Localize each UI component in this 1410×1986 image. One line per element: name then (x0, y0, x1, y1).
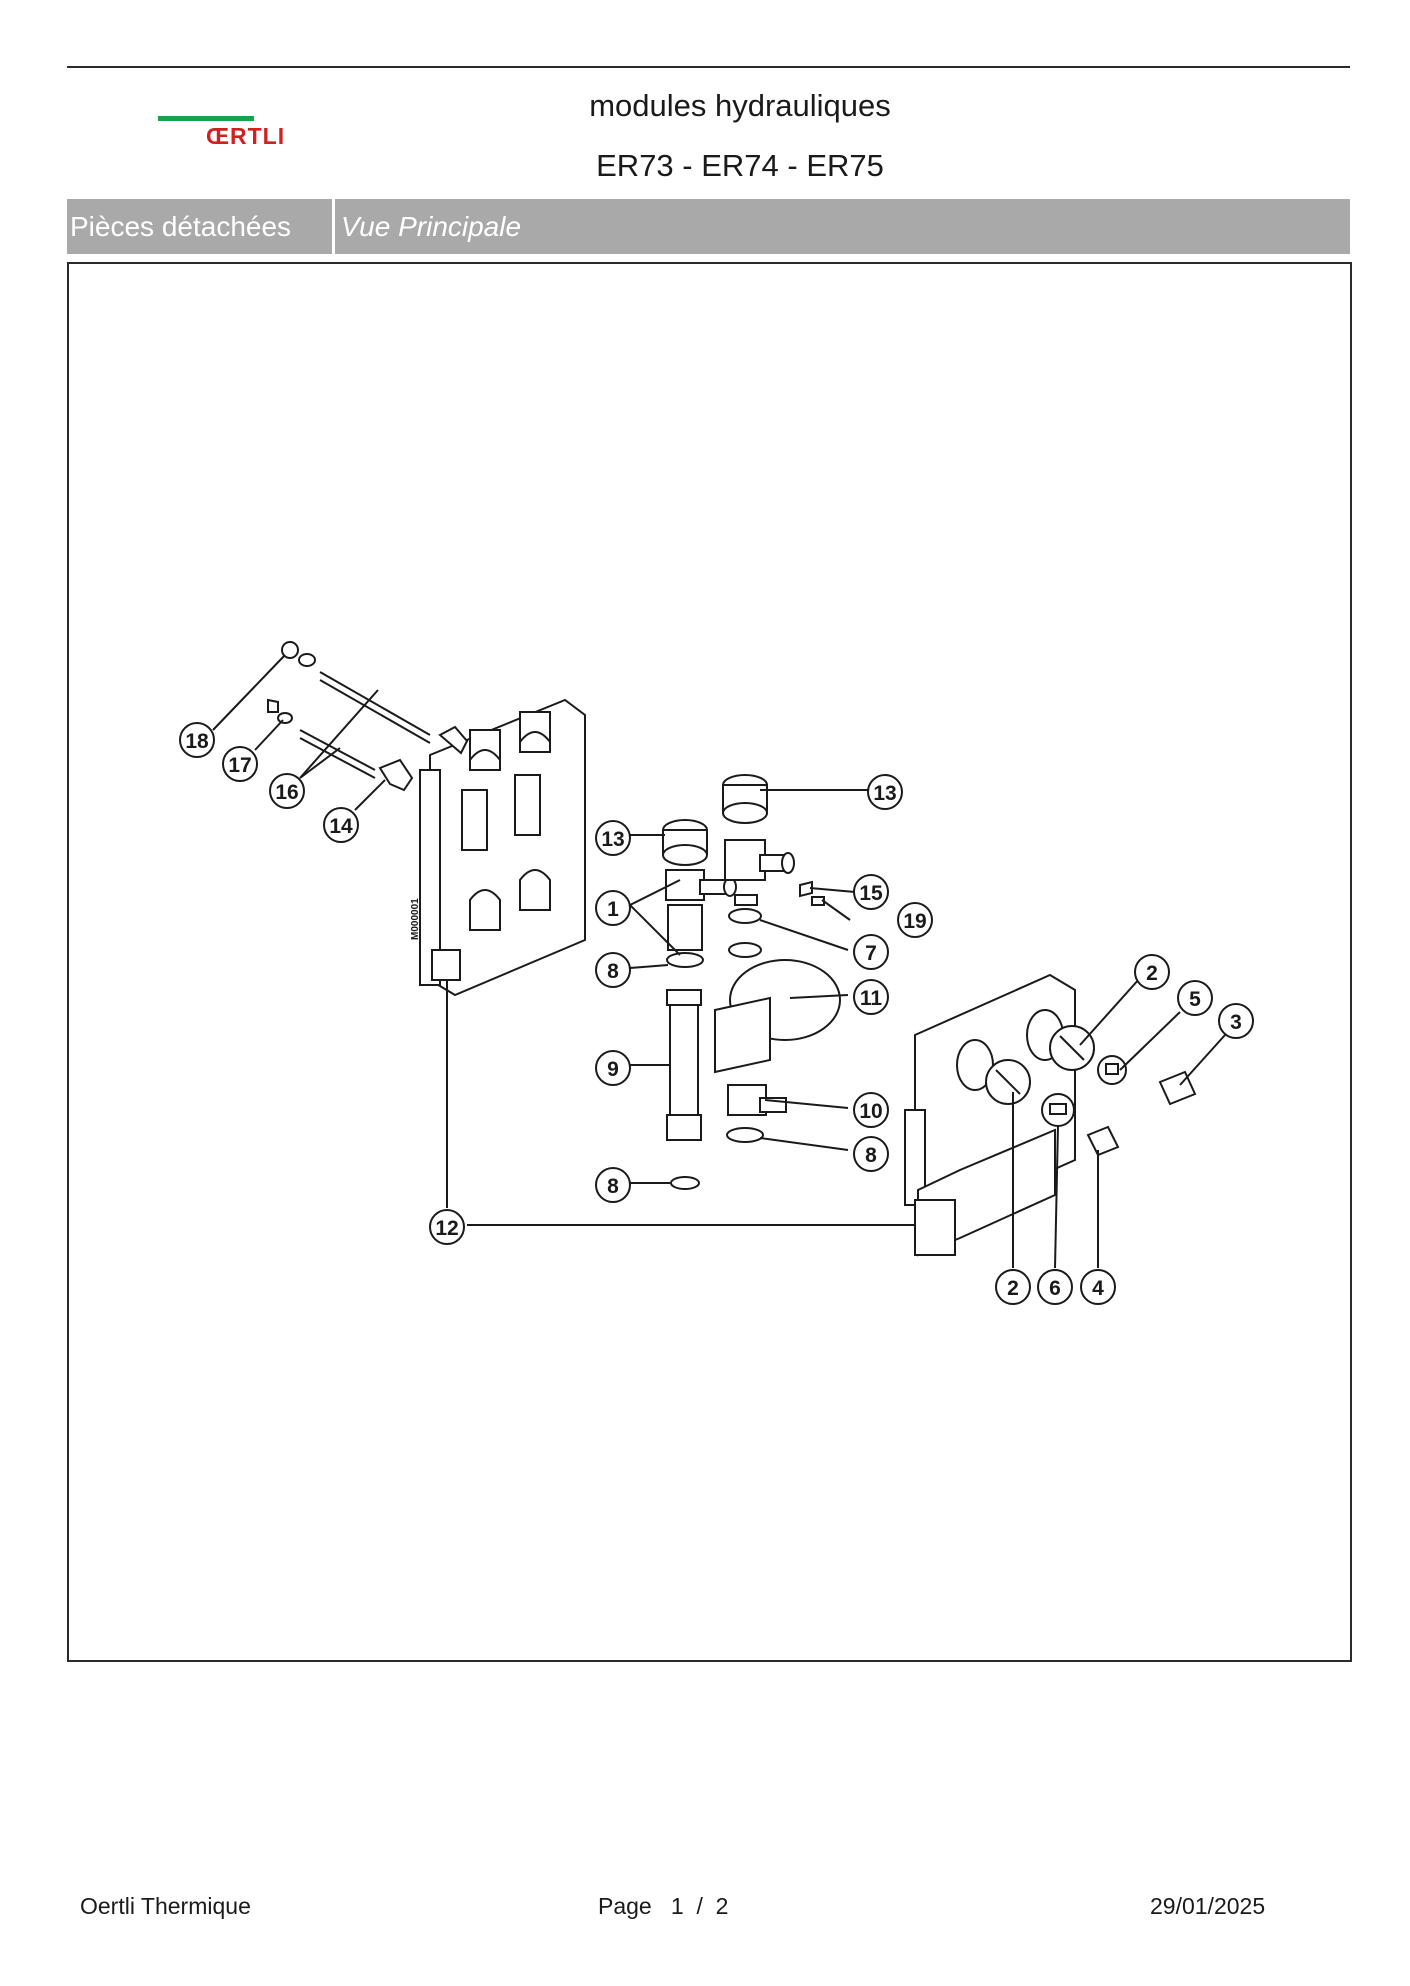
footer-date: 29/01/2025 (1150, 1893, 1266, 1919)
svg-text:8: 8 (607, 1175, 619, 1198)
leader-lines (212, 654, 1226, 1269)
callout-2-upper: 2 (1134, 954, 1170, 990)
logo-green-bar (158, 116, 254, 121)
left-insulation-block: M000001 (410, 698, 586, 997)
callout-13-right: 13 (867, 774, 903, 810)
svg-text:6: 6 (1049, 1277, 1061, 1300)
svg-text:14: 14 (329, 815, 353, 838)
svg-text:11: 11 (860, 987, 883, 1010)
model-list: ER73 - ER74 - ER75 (596, 148, 884, 183)
callout-18: 18 (179, 722, 215, 758)
left-pipe-assembly (662, 819, 737, 1190)
callout-9: 9 (595, 1050, 631, 1086)
footer-company: Oertli Thermique (80, 1893, 251, 1919)
svg-text:5: 5 (1189, 988, 1201, 1011)
footer-page: Page 1 / 2 (598, 1893, 729, 1919)
svg-text:16: 16 (275, 781, 298, 804)
svg-text:3: 3 (1230, 1011, 1242, 1034)
callout-4: 4 (1080, 1269, 1116, 1305)
stamp-text: M000001 (410, 898, 421, 940)
document-title: modules hydrauliques (589, 88, 891, 123)
brand-logo: ŒRTLI (158, 113, 308, 153)
callout-6: 6 (1037, 1269, 1073, 1305)
callout-8-lower: 8 (595, 1167, 631, 1203)
callout-14: 14 (323, 807, 359, 843)
callout-13-left: 13 (595, 820, 631, 856)
svg-text:13: 13 (873, 782, 896, 805)
diagram-frame (67, 262, 1352, 1662)
callout-16: 16 (269, 773, 305, 809)
section-bar: Pièces détachées Vue Principale (67, 199, 1350, 254)
thermometer-parts (985, 1025, 1197, 1157)
logo-wordmark: ŒRTLI (206, 123, 286, 149)
pump-assembly (714, 774, 841, 1143)
callout-8-middle: 8 (853, 1136, 889, 1172)
callout-8-upper: 8 (595, 952, 631, 988)
callout-5: 5 (1177, 980, 1213, 1016)
svg-text:2: 2 (1146, 962, 1158, 985)
section-view: Vue Principale (341, 211, 522, 242)
svg-text:9: 9 (607, 1058, 619, 1081)
svg-text:7: 7 (865, 942, 877, 965)
callout-15: 15 (853, 874, 889, 910)
callout-17: 17 (222, 746, 258, 782)
callout-2-lower: 2 (995, 1269, 1031, 1305)
callout-1: 1 (595, 890, 631, 926)
callout-7: 7 (853, 934, 889, 970)
callout-19: 19 (897, 902, 933, 938)
svg-text:10: 10 (859, 1100, 882, 1123)
svg-text:13: 13 (601, 828, 624, 851)
svg-text:4: 4 (1092, 1277, 1104, 1300)
callout-3: 3 (1218, 1003, 1254, 1039)
svg-text:18: 18 (185, 730, 209, 753)
svg-text:2: 2 (1007, 1277, 1019, 1300)
mounting-hardware (267, 641, 469, 792)
svg-text:19: 19 (903, 910, 926, 933)
svg-text:8: 8 (607, 960, 619, 983)
top-divider (67, 66, 1350, 68)
svg-text:8: 8 (865, 1144, 877, 1167)
svg-text:17: 17 (228, 754, 251, 777)
svg-text:15: 15 (859, 882, 883, 905)
svg-text:1: 1 (607, 898, 619, 921)
callout-10: 10 (853, 1092, 889, 1128)
svg-text:12: 12 (435, 1217, 458, 1240)
callout-12: 12 (429, 1209, 465, 1245)
section-category: Pièces détachées (67, 199, 335, 254)
callouts: 18 17 16 14 13 13 1 8 (179, 722, 1254, 1305)
callout-11: 11 (853, 979, 889, 1015)
